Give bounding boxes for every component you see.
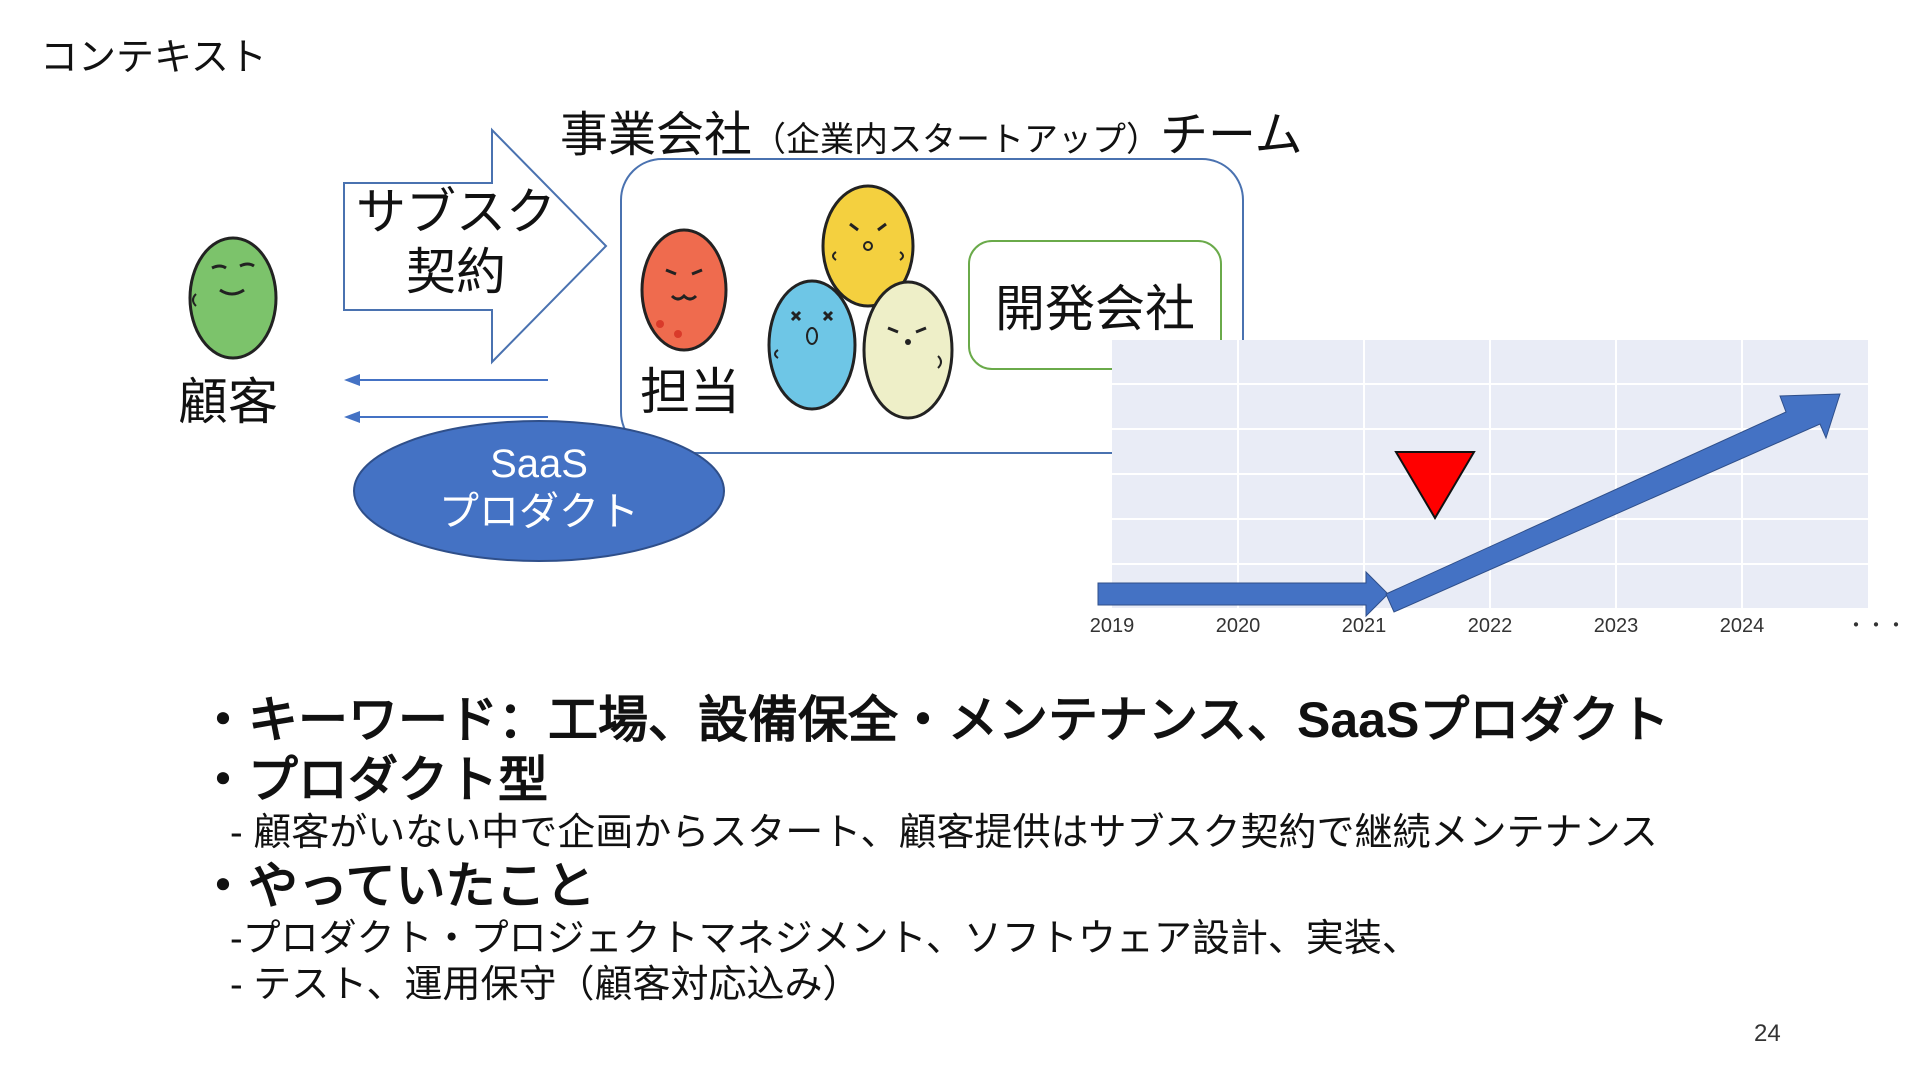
bullet-product-type: ・プロダクト型 — [198, 752, 548, 808]
bullet-responsibilities: ・やっていたこと — [198, 858, 596, 914]
team-member-cream-icon — [862, 280, 954, 420]
subscription-contract-label: サブスク 契約 — [346, 182, 566, 302]
bullet-product-type-detail: - 顧客がいない中で企画からスタート、顧客提供はサブスク契約で継続メンテナンス — [230, 812, 1658, 854]
timeline-rising-arrow — [1385, 393, 1841, 613]
company-title-sub: （企業内スタートアップ） — [752, 121, 1161, 159]
timeline-year-label: 2023 — [1594, 615, 1639, 637]
company-title-end: チーム — [1160, 109, 1303, 162]
dev-company-box: 開発会社 — [968, 240, 1222, 370]
timeline-marker-triangle — [1394, 451, 1476, 520]
timeline-year-label: 2024 — [1720, 615, 1765, 637]
return-arrow-2 — [344, 411, 548, 423]
subscription-arrow — [343, 127, 608, 365]
company-title-main: 事業会社 — [560, 109, 753, 162]
page-number: 24 — [1754, 1020, 1781, 1047]
bullet-list: ・キーワード：工場、設備保全・メンテナンス、SaaSプロダクト ・プロダクト型 … — [198, 690, 1669, 1008]
customer-label: 顧客 — [178, 374, 278, 430]
return-arrow-1 — [344, 374, 548, 386]
team-member-blue-icon — [767, 279, 857, 411]
customer-character-icon — [188, 236, 278, 360]
subscription-label-line1: サブスク — [356, 184, 556, 240]
timeline-year-label: ・・・ — [1846, 615, 1906, 637]
saas-product-label: SaaS プロダクト — [354, 440, 724, 536]
bullet-responsibilities-detail-1: -プロダクト・プロジェクトマネジメント、ソフトウェア設計、実装、 — [230, 918, 1420, 960]
timeline-year-label: 2021 — [1342, 615, 1387, 637]
company-team-title: 事業会社（企業内スタートアップ）チーム — [560, 95, 1303, 165]
bullet-responsibilities-detail-2: - テスト、運用保守（顧客対応込み） — [230, 964, 861, 1006]
slide-title: コンテキスト — [40, 37, 267, 79]
timeline-year-label: 2019 — [1090, 615, 1135, 637]
timeline-year-label: 2022 — [1468, 615, 1513, 637]
dev-company-label: 開発会社 — [995, 281, 1195, 337]
person-in-charge-character-icon — [640, 228, 728, 352]
saas-label-line2: プロダクト — [439, 490, 639, 534]
team-member-yellow-icon — [821, 184, 915, 308]
saas-label-line1: SaaS — [490, 442, 588, 486]
person-in-charge-label: 担当 — [640, 364, 740, 420]
saas-product-ellipse — [353, 420, 725, 562]
subscription-label-line2: 契約 — [406, 244, 506, 300]
timeline-year-label: 2020 — [1216, 615, 1261, 637]
timeline-flat-arrow — [1097, 570, 1389, 618]
bullet-keywords: ・キーワード：工場、設備保全・メンテナンス、SaaSプロダクト — [198, 692, 1670, 748]
